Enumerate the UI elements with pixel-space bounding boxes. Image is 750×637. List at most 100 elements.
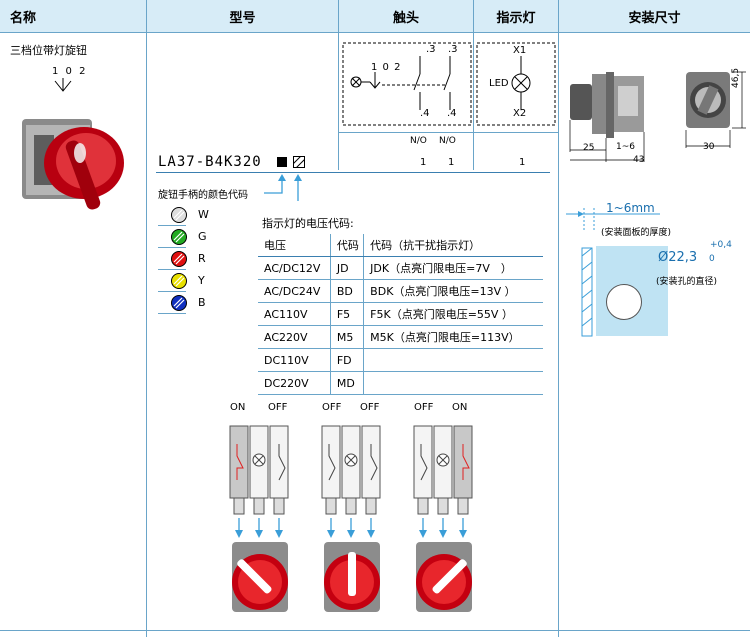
color-code: W — [198, 208, 209, 221]
state-left-label: OFF — [414, 402, 434, 413]
dimension-drawing — [569, 71, 746, 162]
dim-w4: 30 — [703, 142, 715, 152]
color-code-row: W — [158, 206, 258, 226]
contact-positions: 1 0 2 — [371, 62, 402, 73]
switch-block-icon — [229, 425, 289, 612]
voltage-cell: AC/DC12V — [258, 256, 331, 280]
color-code: R — [198, 252, 206, 265]
switch-states: ON OFF OFF OFF OFF ON — [220, 402, 500, 627]
code-cell: FD — [329, 348, 365, 372]
color-swatch-icon — [171, 207, 187, 223]
no-label-1: N/O — [410, 136, 427, 146]
state-left-label: ON — [230, 402, 246, 413]
voltage-cell: AC/DC24V — [258, 279, 331, 303]
color-code-row: B — [158, 294, 258, 314]
header-dimensions: 安装尺寸 — [559, 0, 750, 33]
code-cell: M5 — [329, 325, 365, 349]
hole-diameter-label: (安装孔的直径) — [656, 277, 718, 287]
color-code: B — [198, 296, 206, 309]
switch-state-group: OFF OFF — [312, 402, 392, 627]
dim-w2: 1~6 — [616, 142, 635, 152]
color-code-row: R — [158, 250, 258, 270]
col-code-anti: 代码（抗干扰指示灯） — [363, 234, 543, 257]
anti-code-cell: JDK（点亮门限电压=7V ） — [363, 256, 543, 280]
state-right-label: OFF — [360, 402, 380, 413]
voltage-cell: AC220V — [258, 325, 331, 349]
code-cell: BD — [329, 279, 365, 303]
code-cell: F5 — [329, 302, 365, 326]
voltage-cell: DC220V — [258, 371, 331, 395]
dim-w1: 25 — [583, 143, 595, 153]
anti-code-cell — [363, 348, 543, 372]
contact-qty-1: 1 — [420, 157, 427, 168]
hole-tolerance-top: +0,4 — [710, 240, 732, 250]
switch-state-group: ON OFF — [220, 402, 300, 627]
terminal-top-1: .3 — [426, 44, 436, 55]
handle-color-placeholder-icon — [293, 156, 305, 168]
dim-h: 46,5 — [731, 67, 741, 88]
color-swatch-icon — [171, 251, 187, 267]
indicator-x2: X2 — [513, 108, 527, 119]
color-code-row: G — [158, 228, 258, 248]
handle-color-label: 旋钮手柄的颜色代码 — [158, 190, 248, 201]
no-label-2: N/O — [439, 136, 456, 146]
state-right-label: OFF — [268, 402, 288, 413]
header-contact: 触头 — [339, 0, 473, 33]
color-code-row: Y — [158, 272, 258, 292]
indicator-qty: 1 — [519, 157, 526, 168]
color-swatch-icon — [171, 229, 187, 245]
voltage-cell: AC110V — [258, 302, 331, 326]
color-code: Y — [198, 274, 205, 287]
state-left-label: OFF — [322, 402, 342, 413]
terminal-top-2: .3 — [448, 44, 458, 55]
switch-state-group: OFF ON — [404, 402, 484, 627]
anti-code-cell: BDK（点亮门限电压=13V ） — [363, 279, 543, 303]
voltage-table-title: 指示灯的电压代码: — [262, 217, 354, 230]
indicator-color-placeholder — [277, 157, 287, 167]
indicator-led: LED — [489, 78, 509, 89]
header-name: 名称 — [0, 0, 156, 33]
product-positions: 1 0 2 — [52, 66, 88, 77]
panel-thickness-label: (安装面板的厚度) — [601, 228, 672, 238]
hole-diameter: Ø22,3 — [658, 250, 698, 265]
contact-diagram — [342, 42, 472, 126]
product-photo — [22, 119, 124, 210]
indicator-diagram — [476, 42, 556, 126]
dim-w3: 43 — [633, 155, 645, 165]
mounting-hole — [606, 284, 642, 320]
color-swatch-icon — [171, 273, 187, 289]
switch-block-icon — [321, 425, 381, 612]
selector-symbol-icon — [54, 78, 72, 92]
panel-drawing — [566, 208, 660, 337]
col-code: 代码 — [329, 234, 365, 257]
state-right-label: ON — [452, 402, 468, 413]
voltage-cell: DC110V — [258, 348, 331, 372]
anti-code-cell: F5K（点亮门限电压=55V ） — [363, 302, 543, 326]
color-swatch-icon — [171, 295, 187, 311]
indicator-x1: X1 — [513, 45, 527, 56]
color-code: G — [198, 230, 207, 243]
header-indicator: 指示灯 — [474, 0, 558, 33]
terminal-bot-2: .4 — [447, 108, 457, 119]
switch-block-icon — [413, 425, 473, 612]
code-cell: JD — [329, 256, 365, 280]
header-model: 型号 — [147, 0, 338, 33]
col-voltage: 电压 — [258, 234, 331, 257]
panel-thickness: 1~6mm — [606, 201, 655, 215]
anti-code-cell: M5K（点亮门限电压=113V） — [363, 325, 543, 349]
pointer-arrows-icon — [264, 174, 302, 201]
contact-qty-2: 1 — [448, 157, 455, 168]
hole-tolerance-bottom: 0 — [709, 254, 715, 264]
code-cell: MD — [329, 371, 365, 395]
product-name: 三档位带灯旋钮 — [10, 44, 87, 57]
model-code: LA37-B4K320 — [158, 154, 262, 170]
terminal-bot-1: .4 — [420, 108, 430, 119]
anti-code-cell — [363, 371, 543, 395]
